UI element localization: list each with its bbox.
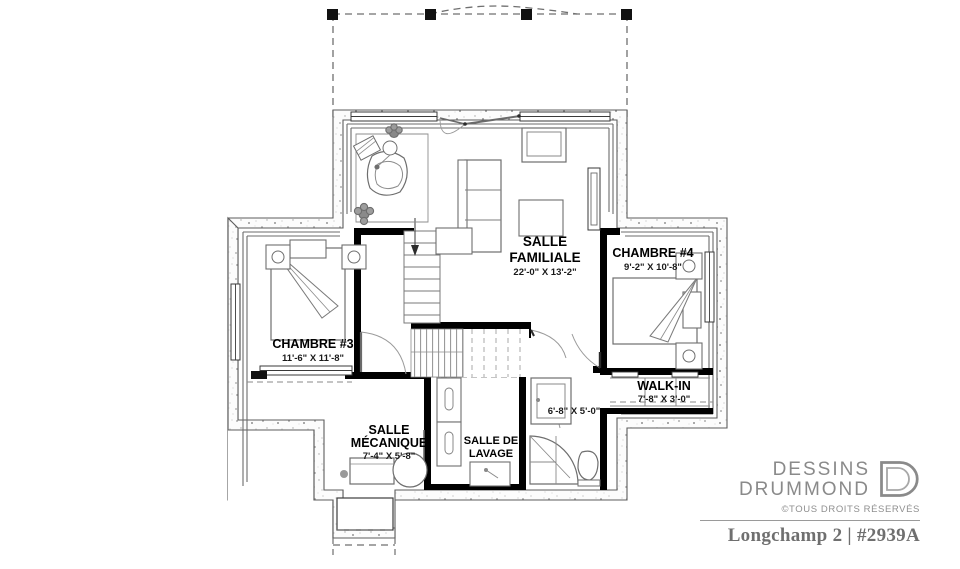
label-salle-familiale-dim: 22'-0" X 13'-2" xyxy=(513,267,576,278)
side-table xyxy=(352,135,382,161)
furniture-lavage xyxy=(436,377,511,487)
potted-plant-top xyxy=(385,123,403,139)
furniture-mecanique xyxy=(340,452,428,488)
nightstand-bottom xyxy=(675,342,703,370)
label-bathroom-dim: 6'-8" X 5'-0" xyxy=(548,406,601,417)
floor-lamp xyxy=(374,140,398,170)
title-block: DESSINS DRUMMOND ©TOUS DROITS RÉSERVÉS L… xyxy=(700,457,920,547)
room-labels: SALLE FAMILIALE 22'-0" X 13'-2" CHAMBRE … xyxy=(272,234,693,462)
opening-family-hall xyxy=(530,329,567,359)
water-heater xyxy=(392,452,428,488)
interior-partitions xyxy=(345,228,713,490)
label-salle-familiale-line2: FAMILIALE xyxy=(509,250,580,265)
laundry-sink xyxy=(469,461,511,487)
bed-headboard xyxy=(289,239,327,259)
logo-wordmark: DESSINS DRUMMOND xyxy=(739,460,870,499)
potted-plant-lower xyxy=(353,202,375,226)
furniture-chambre3 xyxy=(265,239,367,341)
plan-title: Longchamp 2 | #2939A xyxy=(727,525,920,546)
title-divider xyxy=(700,520,920,521)
media-console xyxy=(518,199,564,237)
label-lavage-line2: LAVAGE xyxy=(469,448,513,460)
deck-post xyxy=(621,9,632,20)
upper-deck-outline xyxy=(327,5,632,118)
label-chambre4-dim: 9'-2" X 10'-8" xyxy=(624,262,682,273)
label-chambre3-dim: 11'-6" X 11'-8" xyxy=(282,353,344,364)
washer-dryer xyxy=(436,377,462,467)
drummond-d-icon xyxy=(880,461,919,497)
deck-post xyxy=(521,9,532,20)
vanity xyxy=(530,377,572,425)
door-chambre4 xyxy=(571,333,602,369)
door-patio-top xyxy=(439,114,521,134)
furniture-chambre4 xyxy=(612,252,703,370)
foundation-outline-overlay xyxy=(227,216,396,539)
window-top-left xyxy=(350,111,438,122)
window-family-east xyxy=(587,167,601,231)
walkin-shelving xyxy=(610,377,710,407)
loveseat xyxy=(521,127,567,163)
deck-post xyxy=(425,9,436,20)
label-chambre3: CHAMBRE #3 xyxy=(272,337,353,351)
stair-lower-flight xyxy=(410,328,529,378)
window-top-right xyxy=(519,111,611,122)
logo-line-dessins: DESSINS xyxy=(772,458,870,480)
nightstand-left xyxy=(265,244,291,270)
coffee-table xyxy=(435,227,473,255)
label-walkin-dim: 7'-8" X 3'-0" xyxy=(638,394,691,405)
label-chambre4: CHAMBRE #4 xyxy=(612,246,693,260)
staircase xyxy=(403,218,529,378)
armchair xyxy=(366,150,408,196)
furniture-bathroom xyxy=(529,377,601,487)
furniture-salle-familiale xyxy=(352,123,567,255)
window-chambre4-east xyxy=(704,251,715,323)
door-chambre3 xyxy=(359,331,407,375)
label-mecanique-line2: MÉCANIQUE xyxy=(351,435,427,450)
window-walkin-area xyxy=(611,371,699,378)
label-salle-familiale-line1: SALLE xyxy=(523,234,567,249)
copyright-text: ©TOUS DROITS RÉSERVÉS xyxy=(781,504,920,515)
mechanical-duct-icon xyxy=(340,470,348,478)
toilet xyxy=(577,450,601,487)
logo-line-drummond: DRUMMOND xyxy=(738,478,870,500)
window-chambre3-west xyxy=(230,283,241,361)
logo-row: DESSINS DRUMMOND xyxy=(700,457,920,501)
shower xyxy=(529,435,579,485)
label-lavage-line1: SALLE DE xyxy=(464,435,518,447)
bumpout-dashed-projection xyxy=(332,497,396,556)
label-walkin: WALK-IN xyxy=(637,379,690,393)
label-mecanique-dim: 7'-4" X 5'-8" xyxy=(363,451,416,462)
window-chambre3-south xyxy=(251,365,353,379)
deck-post xyxy=(327,9,338,20)
stair-upper-flight xyxy=(403,218,441,324)
label-mecanique-line1: SALLE xyxy=(369,423,410,437)
nightstand-right xyxy=(341,244,367,270)
nightstand-top xyxy=(675,252,703,280)
